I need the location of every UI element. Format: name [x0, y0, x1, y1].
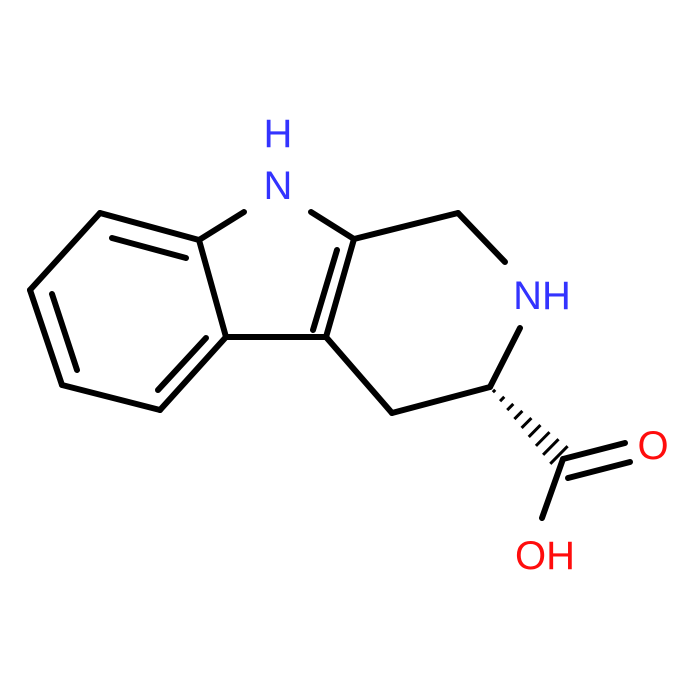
carbonyl-o-label: O	[637, 424, 668, 468]
stereo-hash-wedge	[491, 388, 569, 465]
bond-benzene-1	[97, 210, 202, 243]
hash-stroke	[513, 409, 524, 421]
bond-ch2-nh	[455, 210, 508, 265]
hash-stroke	[542, 438, 560, 456]
indole-n-label: N	[264, 164, 293, 208]
bond-c3-c4	[389, 384, 493, 416]
hydroxyl-label: OH	[515, 534, 575, 578]
bond-benzene-1-inner	[109, 235, 189, 261]
hash-stroke	[498, 395, 506, 403]
hash-stroke	[491, 388, 497, 394]
bond-nh-c-right	[308, 209, 357, 242]
bond-carbonyl	[560, 440, 628, 462]
hash-stroke	[549, 445, 569, 465]
hash-stroke	[534, 431, 551, 447]
bond-c2-c3	[323, 236, 357, 340]
bond-benzene-5-inner	[49, 291, 80, 373]
bond-c2-c3-inner	[310, 247, 340, 333]
bond-c-nh-left	[196, 209, 247, 243]
bond-benzene-5	[27, 287, 65, 388]
amine-nh-label: NH	[513, 274, 571, 318]
bond-benzene-3	[157, 334, 229, 413]
hash-stroke	[506, 402, 515, 412]
hash-stroke	[520, 416, 533, 430]
bond-c4-c4a	[323, 334, 395, 416]
bond-carbonyl-inner	[565, 459, 633, 481]
bond-nh-c3	[487, 325, 523, 390]
indole-h-label: H	[264, 112, 293, 156]
bond-c-oh	[539, 456, 566, 521]
hash-stroke	[527, 424, 542, 438]
bond-benzene-3-inner	[155, 335, 209, 393]
bond-c1-ch2	[351, 210, 461, 242]
bond-benzene-4	[59, 382, 163, 413]
bond-benzene-6	[27, 210, 103, 293]
bond-benzene-2	[196, 237, 229, 340]
